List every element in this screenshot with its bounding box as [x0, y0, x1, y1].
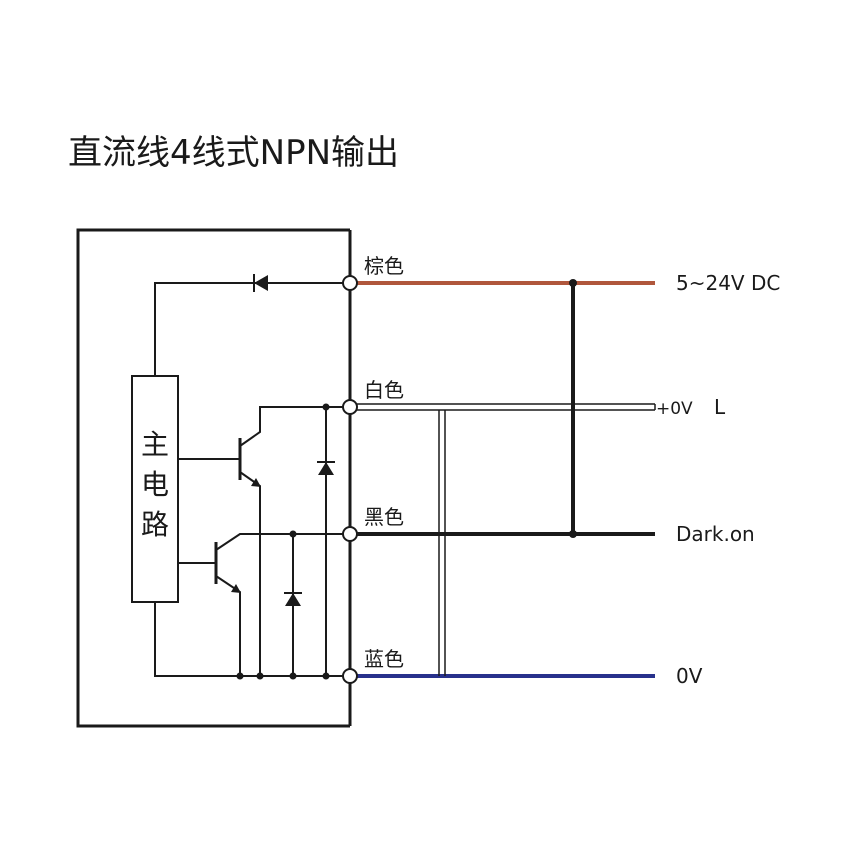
blue-output-label: 0V	[676, 664, 703, 688]
main-circuit-label-1: 主	[141, 428, 169, 461]
black-wire-label: 黑色	[364, 505, 404, 529]
main-circuit-label-2: 电	[141, 468, 169, 501]
upper-npn-transistor	[178, 406, 343, 676]
black-terminal	[342, 526, 358, 542]
ground-wire-internal	[154, 602, 343, 677]
supply-wire-internal	[154, 282, 343, 376]
white-wire	[357, 403, 656, 411]
internal-junctions	[236, 403, 330, 680]
white-clamp-diode	[317, 407, 335, 676]
black-clamp-diode	[284, 534, 302, 676]
black-junction-dot	[569, 530, 577, 538]
white-output-value: +0V	[656, 399, 693, 419]
brown-wire-label: 棕色	[364, 254, 404, 278]
white-output-tag: L	[714, 395, 726, 419]
sensor-housing	[76, 228, 350, 728]
diagram-title: 直流线4线式NPN输出	[68, 133, 399, 173]
white-wire-label: 白色	[364, 378, 404, 402]
brown-output-label: 5~24V DC	[676, 271, 780, 295]
reverse-protection-diode	[253, 274, 268, 292]
blue-terminal	[342, 668, 358, 684]
terminals	[342, 275, 358, 684]
blue-wire-label: 蓝色	[364, 647, 404, 671]
white-to-blue-bridge	[438, 410, 446, 676]
brown-terminal	[342, 275, 358, 291]
black-output-label: Dark.on	[676, 522, 755, 546]
lower-npn-transistor	[178, 533, 343, 676]
brown-junction-dot	[569, 279, 577, 287]
white-terminal	[342, 399, 358, 415]
main-circuit-label-3: 路	[141, 508, 169, 541]
